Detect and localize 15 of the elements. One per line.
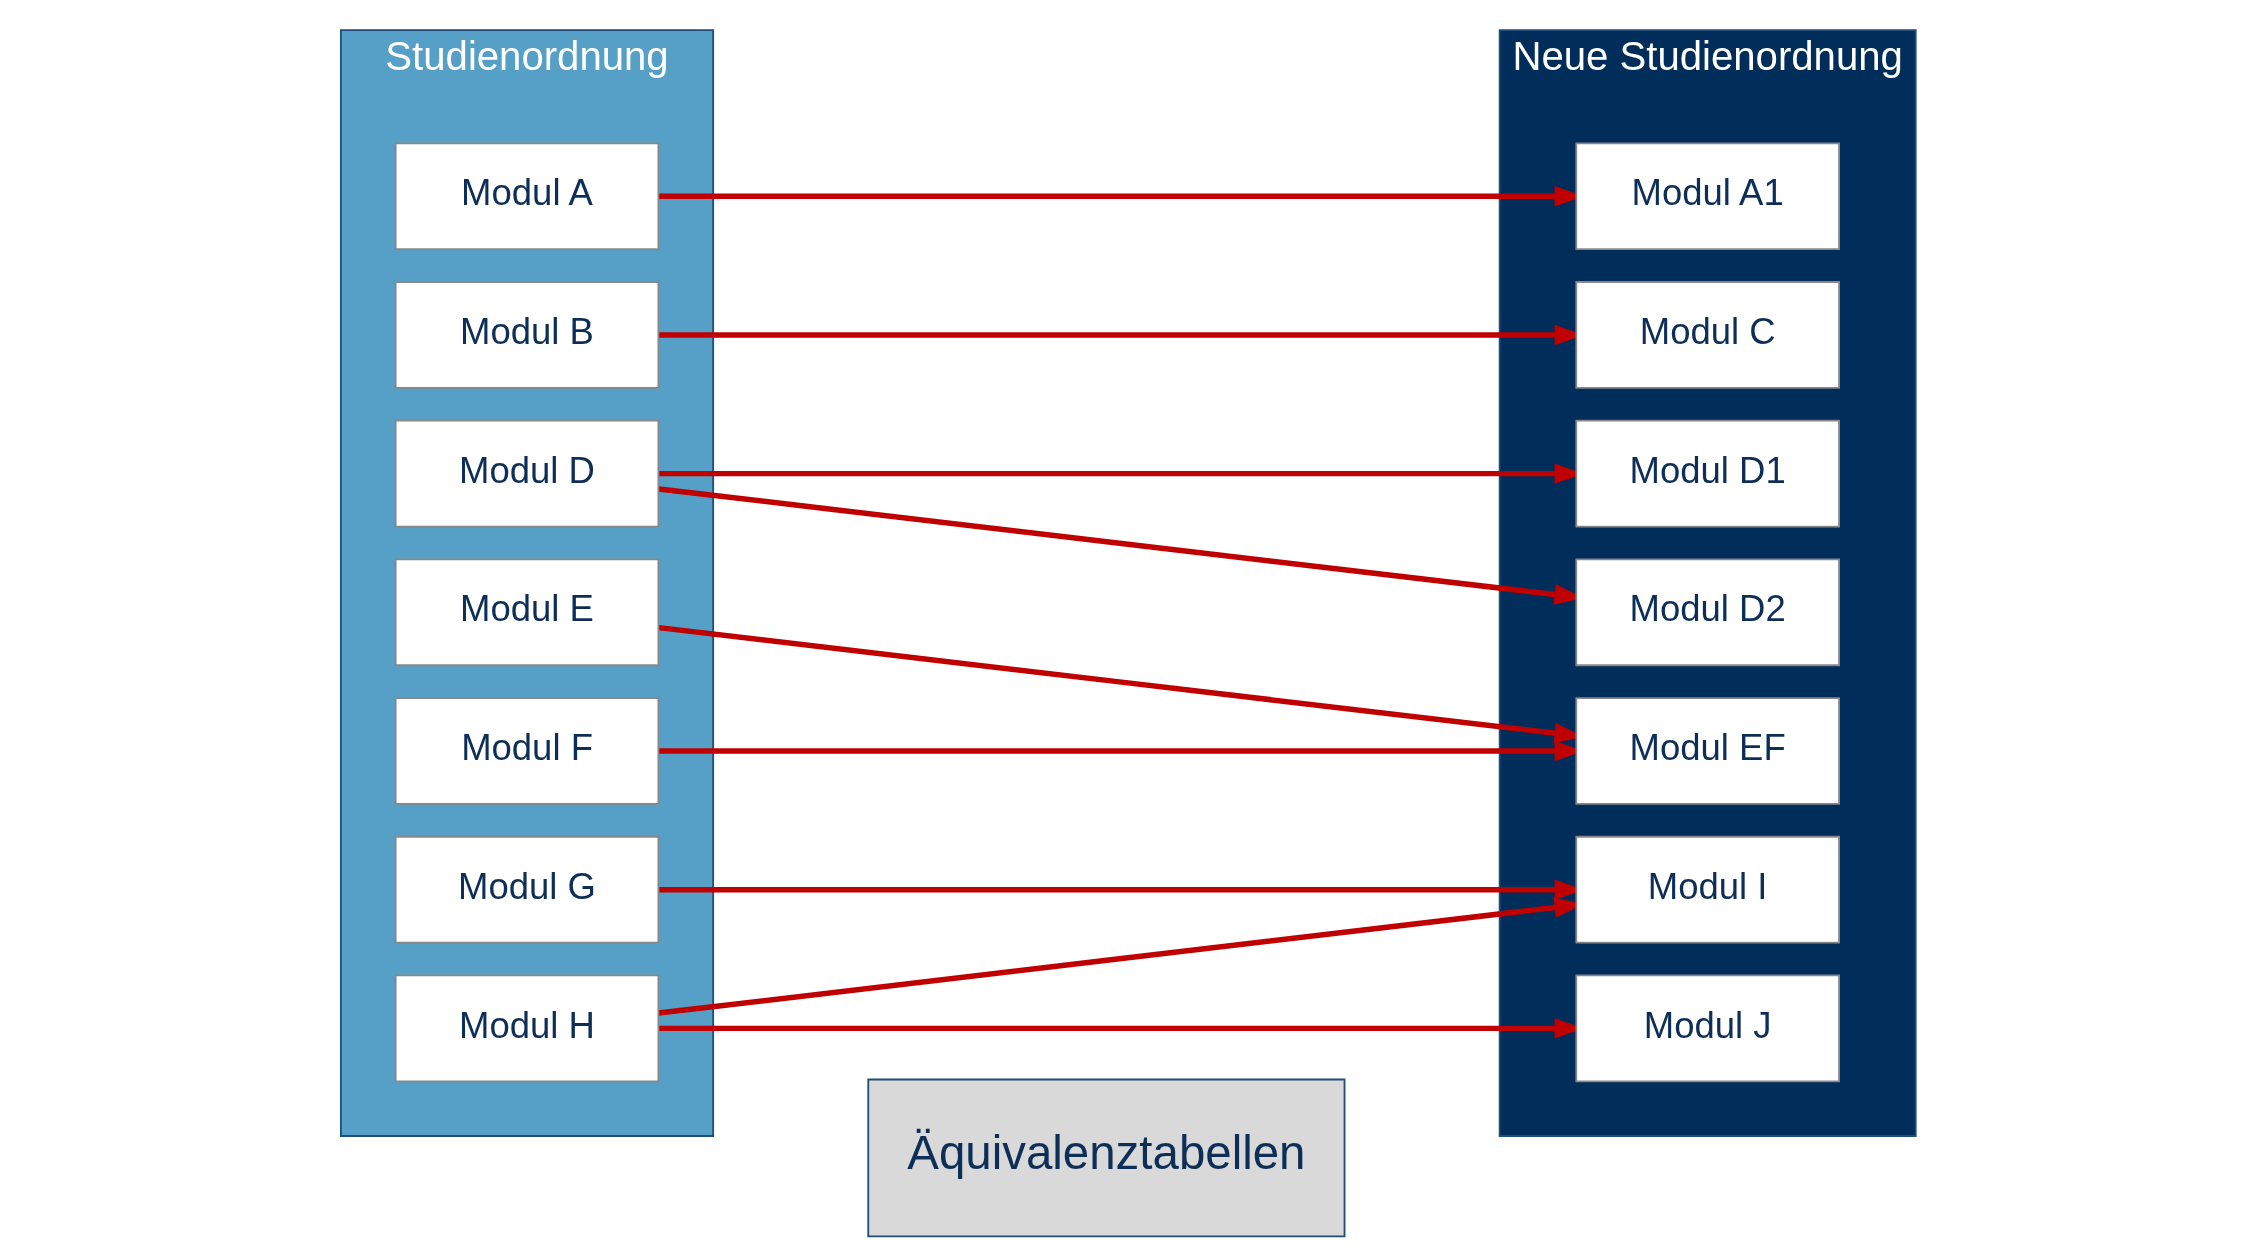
node-box: Äquivalenztabellen bbox=[867, 1078, 1346, 1238]
node-box: Modul D2 bbox=[1575, 558, 1840, 667]
node-box: Modul H bbox=[394, 974, 660, 1083]
node-box: Modul A1 bbox=[1575, 142, 1840, 251]
node-box: Modul B bbox=[394, 281, 660, 389]
node-box: Modul EF bbox=[1575, 697, 1840, 805]
node-box: Modul A bbox=[394, 142, 660, 251]
node-box: Modul D1 bbox=[1575, 419, 1840, 528]
node-box: Modul G bbox=[394, 835, 660, 944]
node-box: Modul I bbox=[1575, 835, 1840, 944]
node-box: Modul J bbox=[1575, 974, 1840, 1083]
node-box: Modul F bbox=[394, 697, 660, 805]
node-box: Modul C bbox=[1575, 281, 1840, 389]
node-box: Modul E bbox=[394, 558, 660, 667]
node-box: Modul D bbox=[394, 419, 660, 528]
